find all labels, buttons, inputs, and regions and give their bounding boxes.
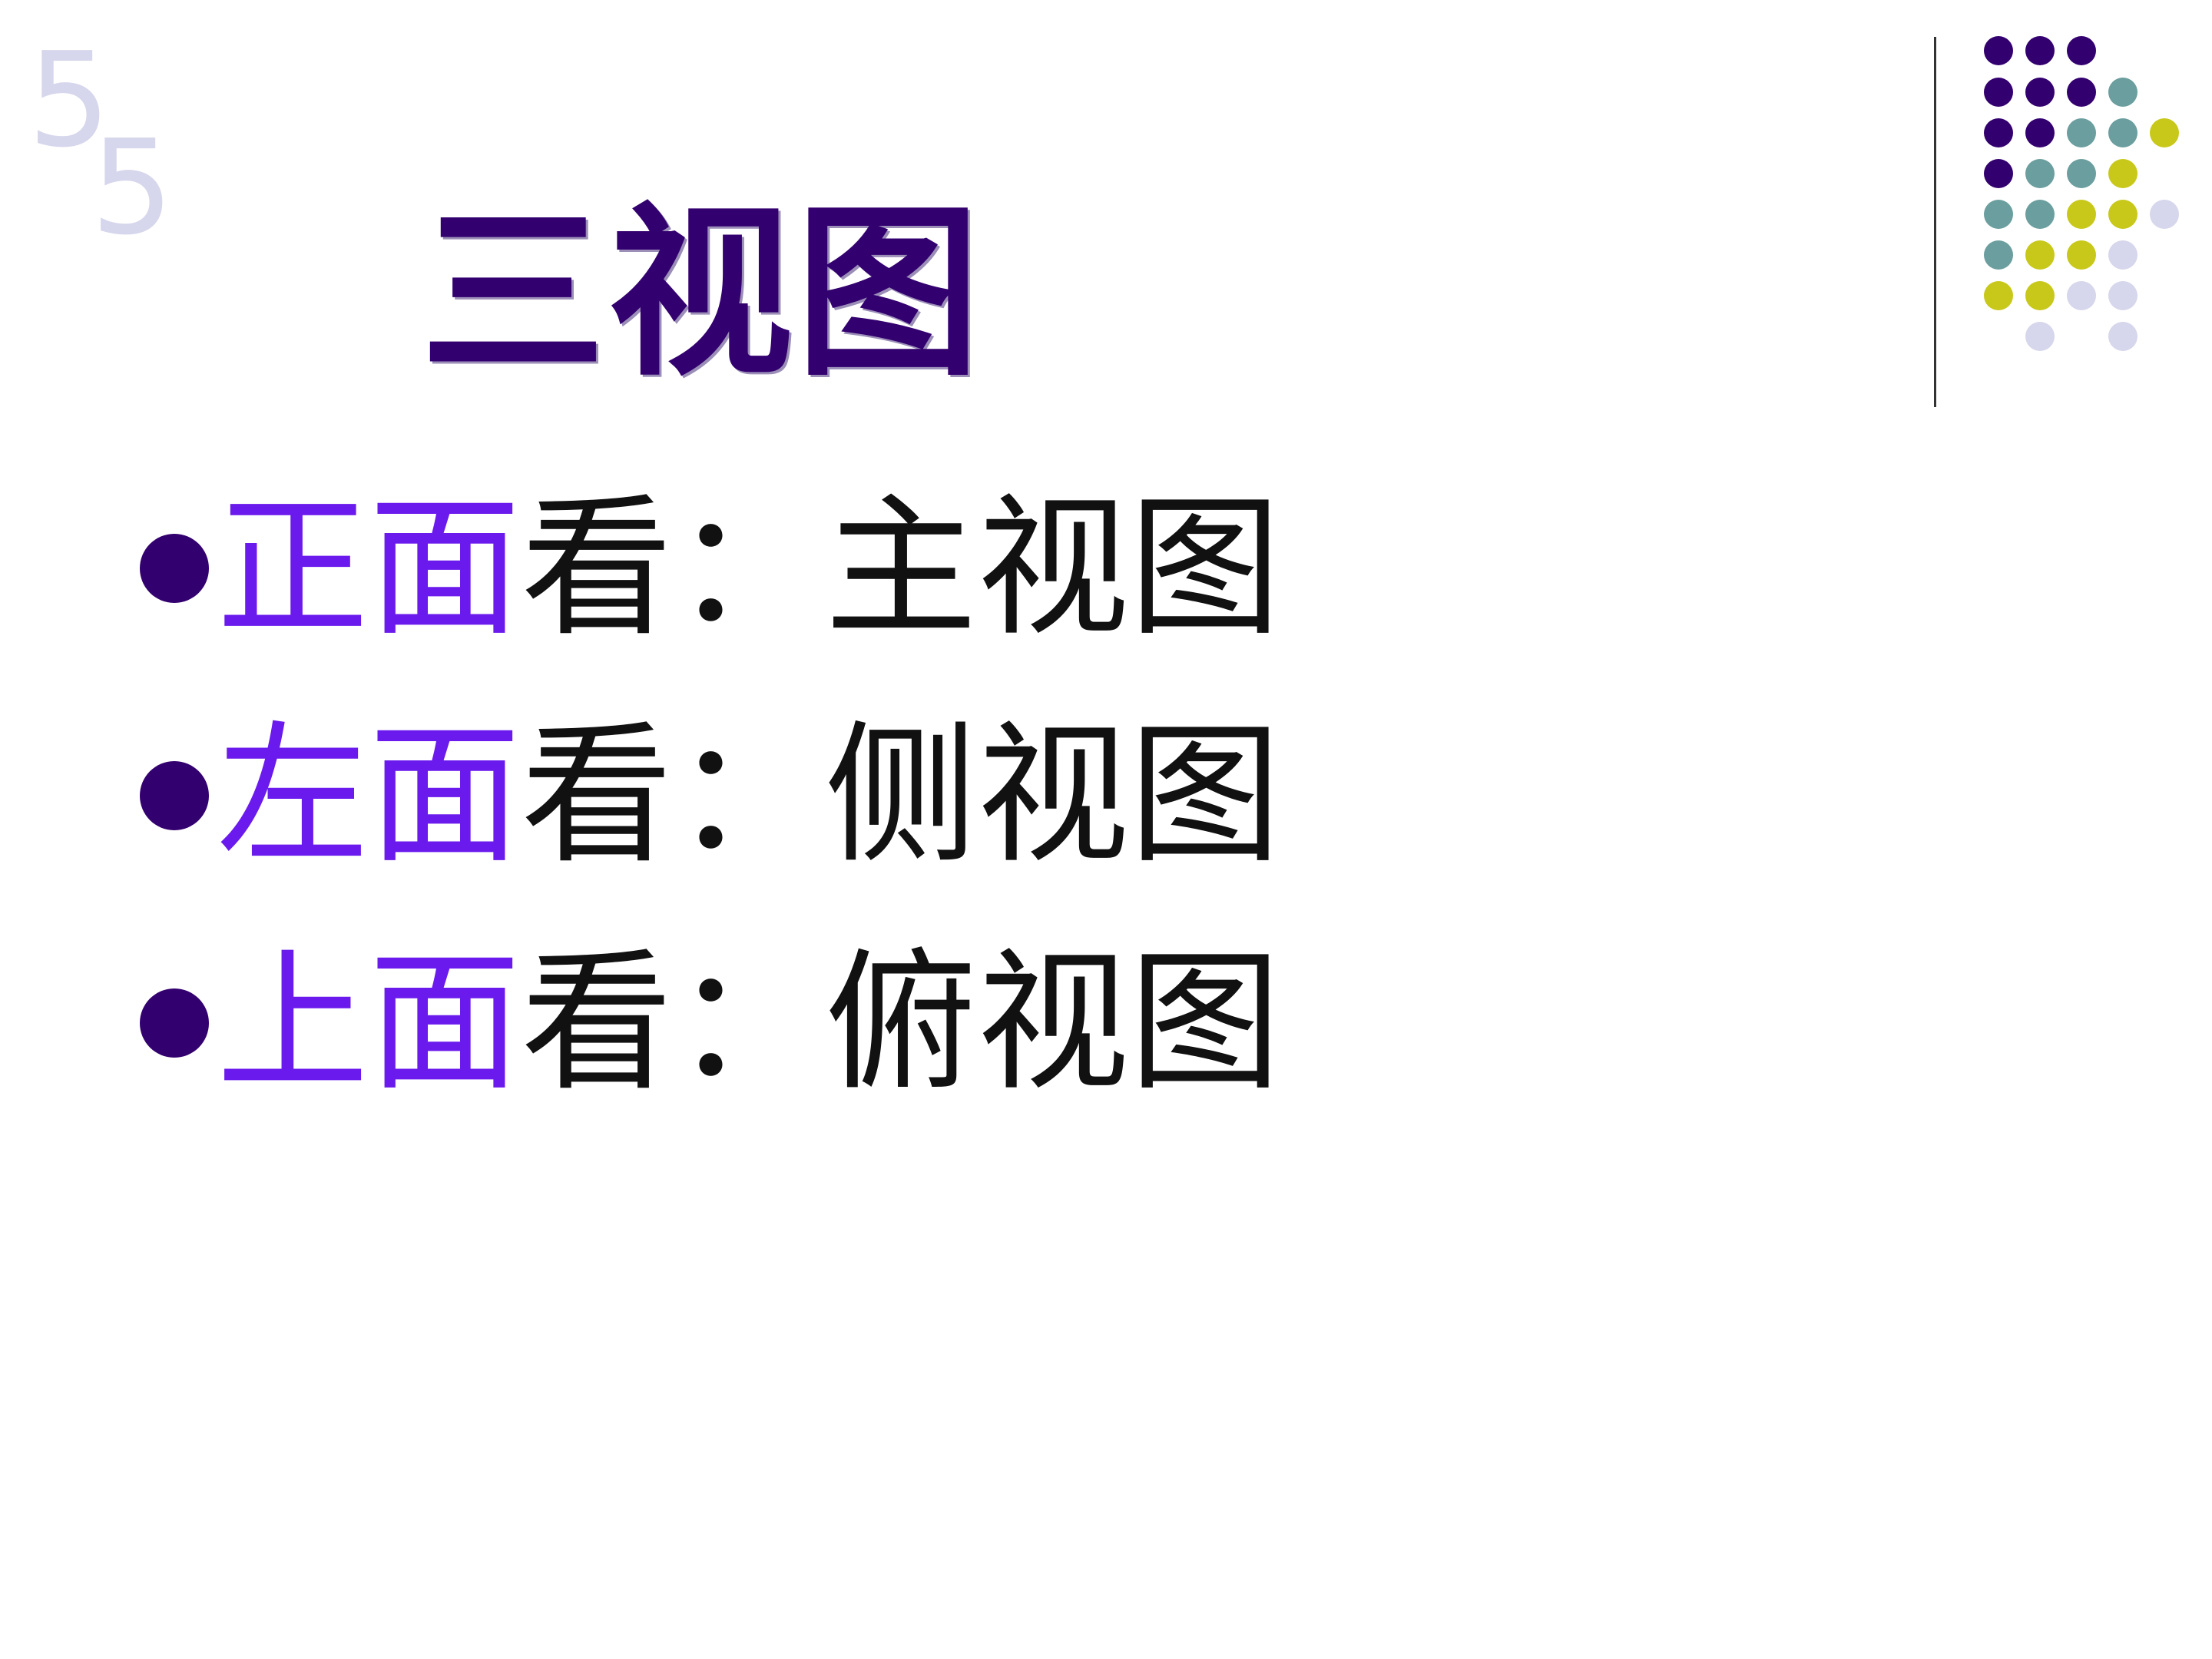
bullet-look-term: 看： bbox=[521, 934, 825, 1111]
bullet-face-term: 左面 bbox=[217, 707, 521, 884]
slide-title: 三视图 bbox=[421, 186, 984, 401]
bullet-icon bbox=[140, 534, 209, 603]
dot bbox=[2025, 36, 2055, 65]
bullet-icon bbox=[140, 761, 209, 830]
slide-number-digit: 5 bbox=[28, 25, 111, 177]
bullet-item: 上面 看： 俯视图 bbox=[140, 909, 1281, 1137]
bullet-view-name: 主视图 bbox=[825, 479, 1281, 657]
dot bbox=[2025, 240, 2055, 270]
dot bbox=[2108, 78, 2137, 107]
dot bbox=[2108, 322, 2137, 351]
bullet-look-term: 看： bbox=[521, 707, 825, 884]
dot bbox=[2025, 78, 2055, 107]
bullet-list: 正面 看： 主视图 左面 看： 侧视图 上面 看： 俯视图 bbox=[140, 455, 1281, 1137]
dot bbox=[2025, 322, 2055, 351]
dot bbox=[2067, 36, 2096, 65]
dot bbox=[1984, 159, 2013, 188]
dot bbox=[2108, 240, 2137, 270]
dot bbox=[1984, 118, 2013, 147]
slide-number-digit: 5 bbox=[91, 112, 174, 264]
bullet-view-name: 俯视图 bbox=[825, 934, 1281, 1111]
dot bbox=[2150, 118, 2179, 147]
bullet-face-term: 正面 bbox=[217, 479, 521, 657]
dot bbox=[2067, 159, 2096, 188]
dot bbox=[1984, 240, 2013, 270]
bullet-view-name: 侧视图 bbox=[825, 707, 1281, 884]
dot bbox=[2108, 200, 2137, 229]
dot bbox=[2067, 240, 2096, 270]
bullet-icon bbox=[140, 988, 209, 1058]
decorative-dot-grid bbox=[1984, 36, 2179, 351]
dot bbox=[1984, 200, 2013, 229]
dot bbox=[1984, 36, 2013, 65]
dot bbox=[2025, 281, 2055, 310]
vertical-divider bbox=[1934, 37, 1936, 407]
bullet-look-term: 看： bbox=[521, 479, 825, 657]
dot bbox=[2150, 200, 2179, 229]
bullet-face-term: 上面 bbox=[217, 934, 521, 1111]
bullet-item: 正面 看： 主视图 bbox=[140, 455, 1281, 682]
dot bbox=[1984, 281, 2013, 310]
dot bbox=[2067, 281, 2096, 310]
dot bbox=[2025, 200, 2055, 229]
dot bbox=[2067, 200, 2096, 229]
dot bbox=[2108, 159, 2137, 188]
dot bbox=[2025, 159, 2055, 188]
dot bbox=[2025, 118, 2055, 147]
dot bbox=[2067, 118, 2096, 147]
dot bbox=[2108, 118, 2137, 147]
dot bbox=[2108, 281, 2137, 310]
dot bbox=[2067, 78, 2096, 107]
bullet-item: 左面 看： 侧视图 bbox=[140, 682, 1281, 909]
dot bbox=[1984, 78, 2013, 107]
